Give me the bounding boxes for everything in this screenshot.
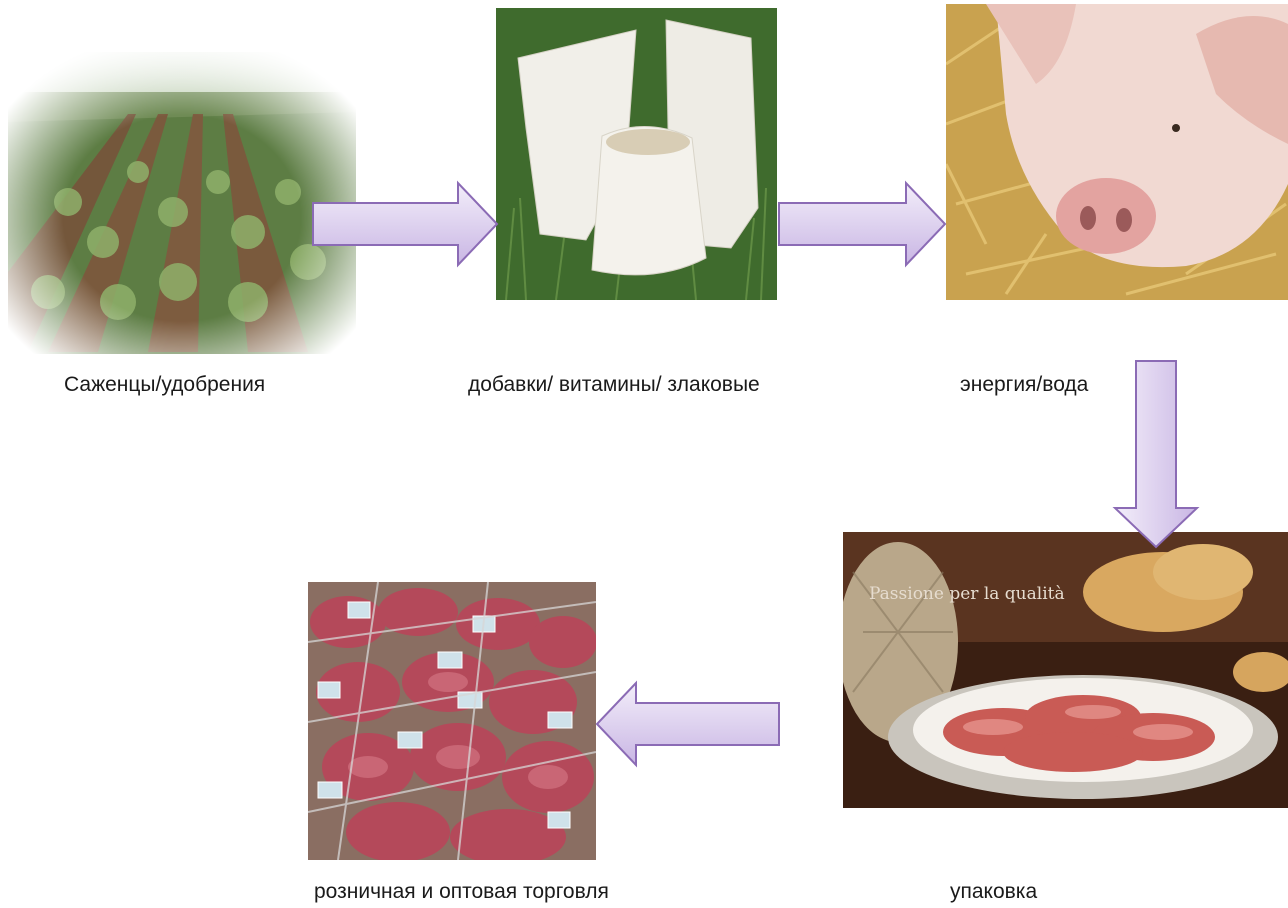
sliced-ham-photo: Passione per la qualità — [843, 532, 1288, 808]
arrow-left — [595, 680, 780, 768]
feed-sacks-photo — [496, 8, 777, 300]
step-label-feed: добавки/ витамины/ злаковые — [468, 373, 760, 396]
step-label-energy-water: энергия/вода — [960, 373, 1089, 396]
step-label-trade: розничная и оптовая торговля — [314, 880, 609, 903]
step-label-seedlings: Саженцы/удобрения — [64, 373, 266, 396]
arrow-right-2 — [778, 180, 947, 268]
photo-overlay-text: Passione per la qualità — [869, 584, 1065, 604]
step-label-packaging: упаковка — [950, 880, 1038, 903]
arrow-right-1 — [312, 180, 499, 268]
field-photo — [8, 52, 356, 354]
pig-photo — [946, 4, 1288, 300]
packaged-meat-photo — [308, 582, 596, 860]
arrow-down — [1112, 360, 1200, 549]
